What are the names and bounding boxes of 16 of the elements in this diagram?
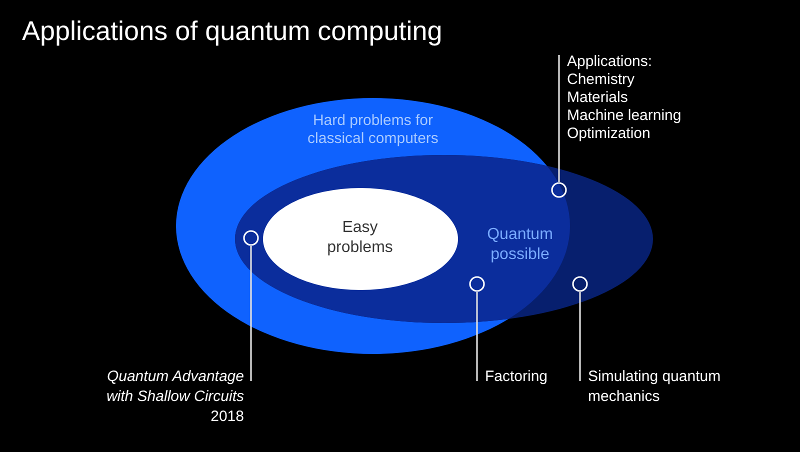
callout-text: 2018 xyxy=(210,407,244,427)
region-label: Quantum possible xyxy=(486,225,554,265)
label-list: Chemistry xyxy=(567,71,709,89)
label-list: Applications: xyxy=(567,53,709,71)
label-list: Machine learning xyxy=(567,107,709,125)
leader-line xyxy=(476,292,478,381)
region-label: Easy problems xyxy=(326,218,394,258)
callout-text: Factoring xyxy=(485,367,549,387)
leader-line xyxy=(579,292,581,381)
leader-line xyxy=(250,246,252,381)
callout-text: Quantum Advantage with Shallow Circuits xyxy=(105,367,244,407)
region-label: Hard problems for classical computers xyxy=(306,112,440,148)
callout-text: Simulating quantum mechanics xyxy=(588,367,722,407)
title: Applications of quantum computing xyxy=(22,15,442,48)
label-list: Materials xyxy=(567,89,709,107)
label-list: Optimization xyxy=(567,125,709,143)
